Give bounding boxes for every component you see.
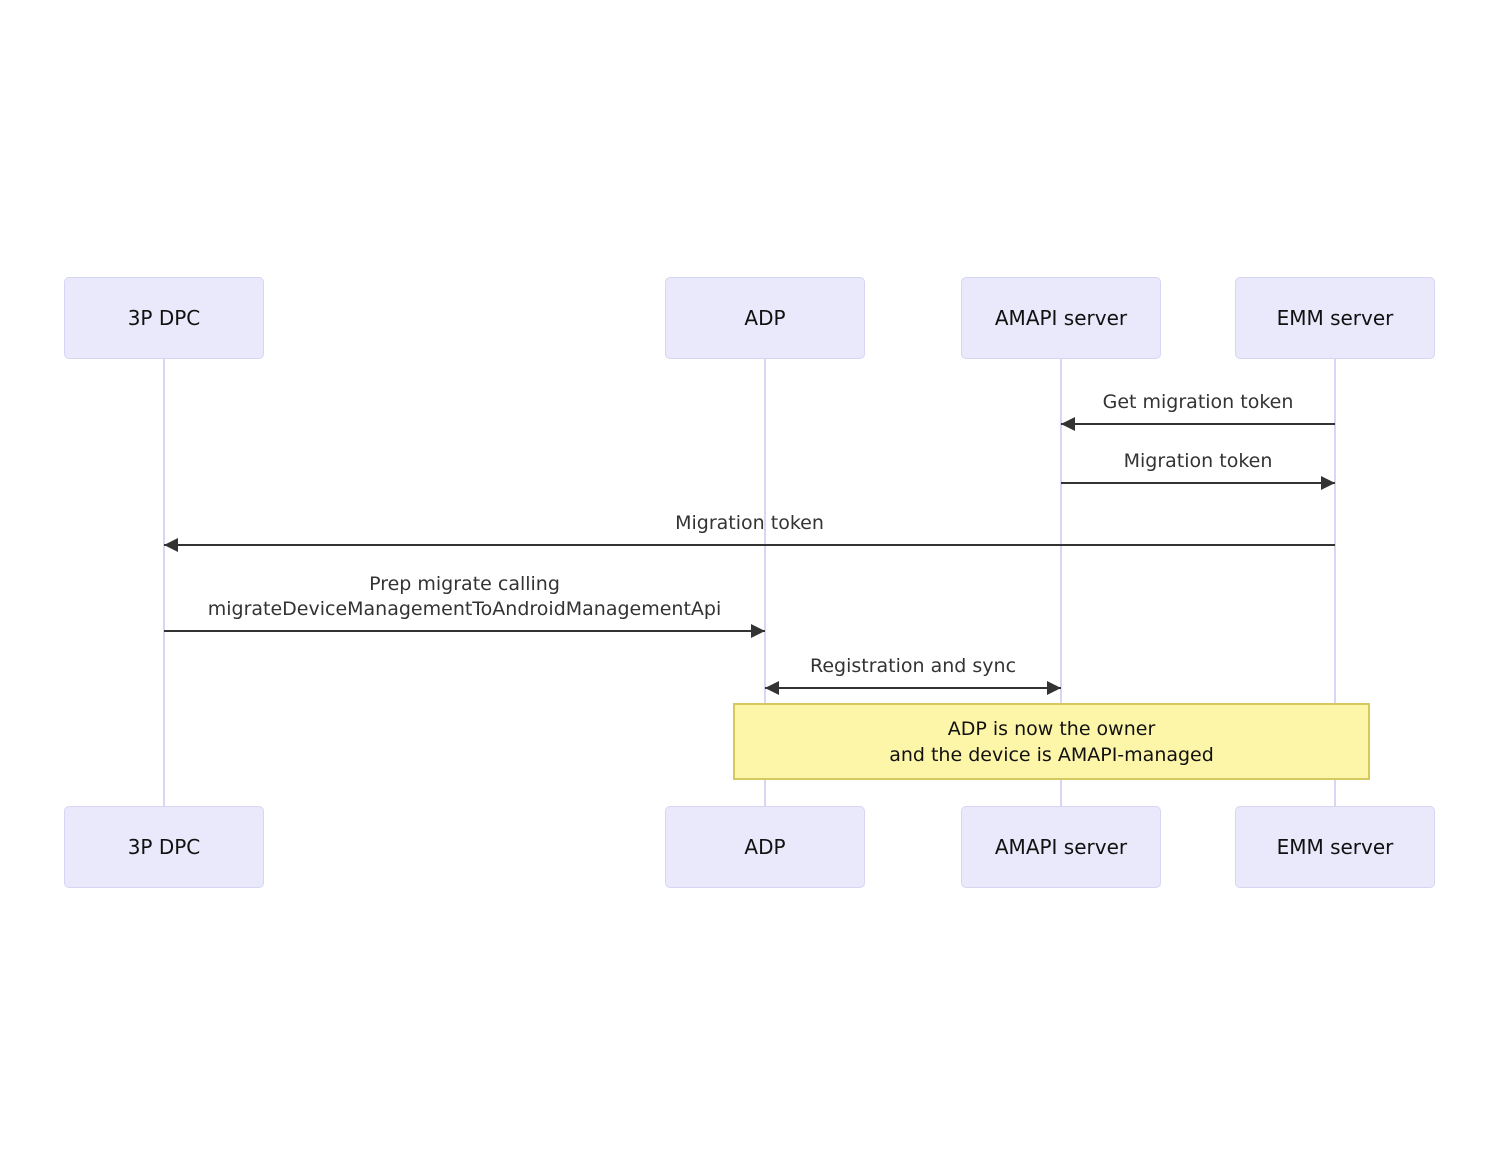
message-label-m1: Get migration token [1102,391,1294,413]
message-label-m4: Prep migrate calling migrateDeviceManage… [207,573,722,620]
actor-box-top-adp[interactable]: ADP [665,277,865,359]
actor-box-top-emm[interactable]: EMM server [1235,277,1435,359]
lifeline-dpc [163,359,165,806]
lifeline-adp [764,359,766,806]
actor-label-dpc: 3P DPC [127,306,201,330]
actor-label-emm: EMM server [1276,835,1394,859]
actor-box-top-amapi[interactable]: AMAPI server [961,277,1161,359]
actor-box-bottom-adp[interactable]: ADP [665,806,865,888]
message-line-m4 [164,630,765,632]
arrow-head-right-m2 [1321,476,1335,490]
actor-label-adp: ADP [744,306,786,330]
arrow-head-left-m3 [164,538,178,552]
arrow-head-left-m1 [1061,417,1075,431]
message-label-m3: Migration token [675,512,824,534]
actor-label-amapi: AMAPI server [994,306,1128,330]
actor-label-amapi: AMAPI server [994,835,1128,859]
arrow-head-right-m4 [751,624,765,638]
actor-box-bottom-emm[interactable]: EMM server [1235,806,1435,888]
message-label-m2: Migration token [1123,450,1273,472]
actor-box-bottom-amapi[interactable]: AMAPI server [961,806,1161,888]
arrow-head-left-m5 [765,681,779,695]
arrow-head-right-m5 [1047,681,1061,695]
message-label-m5: Registration and sync [809,655,1017,677]
lifeline-emm [1334,359,1336,806]
actor-box-bottom-dpc[interactable]: 3P DPC [64,806,264,888]
actor-label-emm: EMM server [1276,306,1394,330]
lifeline-amapi [1060,359,1062,806]
actor-label-adp: ADP [744,835,786,859]
message-line-m3 [164,544,1335,546]
message-line-m2 [1061,482,1335,484]
actor-box-top-dpc[interactable]: 3P DPC [64,277,264,359]
message-line-m5 [765,687,1061,689]
note-text-n1: ADP is now the owner and the device is A… [889,717,1214,766]
message-line-m1 [1061,423,1335,425]
note-box-n1: ADP is now the owner and the device is A… [733,703,1370,780]
actor-label-dpc: 3P DPC [127,835,201,859]
